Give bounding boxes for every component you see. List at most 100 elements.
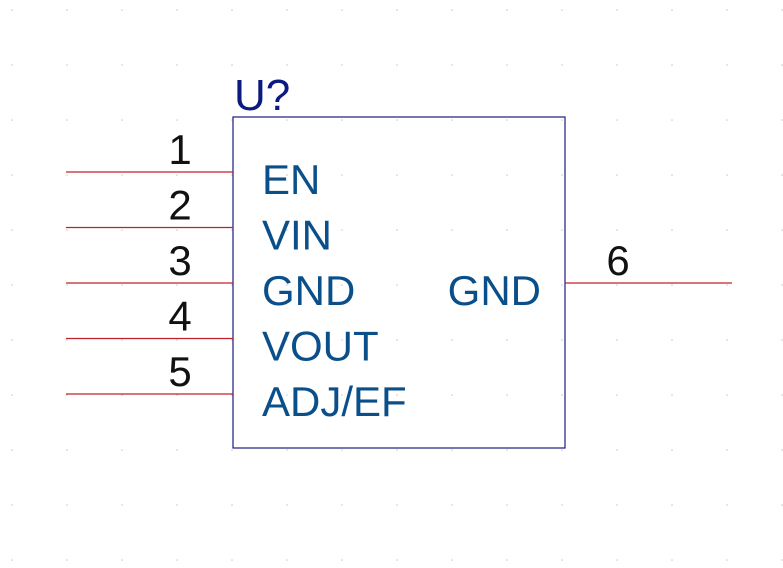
grid-dot [341,559,343,561]
pin-number: 1 [168,126,191,173]
grid-dot [11,504,13,506]
grid-dot [671,284,673,286]
grid-dot [396,64,398,66]
grid-dot [616,394,618,396]
grid-dot [286,119,288,121]
grid-dot [781,119,783,121]
grid-dot [176,559,178,561]
reference-designator[interactable]: U? [234,71,290,120]
grid-dot [11,284,13,286]
grid-dot [11,394,13,396]
grid-dot [451,64,453,66]
grid-dot [616,504,618,506]
grid-dot [451,284,453,286]
grid-dot [726,9,728,11]
grid-dot [506,449,508,451]
grid-dot [11,229,13,231]
grid-dot [781,174,783,176]
pin-name: GND [262,267,355,314]
grid-dot [451,559,453,561]
pin-1[interactable]: 1EN [66,126,320,203]
grid-dot [396,9,398,11]
grid-dot [616,174,618,176]
grid-dot [451,174,453,176]
grid-dot [11,9,13,11]
grid-dot [671,394,673,396]
grid-dot [616,284,618,286]
grid-dot [781,559,783,561]
grid-dot [506,559,508,561]
grid-dot [341,174,343,176]
grid-dot [121,174,123,176]
pin-number: 6 [606,237,629,284]
grid-dot [396,504,398,506]
grid-dot [616,339,618,341]
grid-dot [286,504,288,506]
grid-dot [671,339,673,341]
grid-dot [451,449,453,451]
grid-dot [726,229,728,231]
pin-number: 2 [168,182,191,229]
grid-dot [176,229,178,231]
grid-dot [671,64,673,66]
grid-dot [561,229,563,231]
grid-dot [781,64,783,66]
grid-dot [231,559,233,561]
grid-dot [341,394,343,396]
grid-dot [671,9,673,11]
grid-dot [561,449,563,451]
grid-dot [11,339,13,341]
pin-number: 3 [168,237,191,284]
grid-dot [616,119,618,121]
grid-dot [451,504,453,506]
pin-name: ADJ/EF [262,378,407,425]
grid-dot [396,119,398,121]
grid-dot [726,284,728,286]
grid-dot [671,559,673,561]
grid-dot [451,394,453,396]
grid-dot [121,559,123,561]
grid-dot [396,449,398,451]
grid-dot [341,9,343,11]
grid-dot [341,229,343,231]
grid-dot [616,64,618,66]
grid-dot [726,449,728,451]
grid-dot [11,174,13,176]
grid-dot [726,394,728,396]
grid-dot [726,559,728,561]
grid-dot [781,229,783,231]
grid-dot [671,119,673,121]
grid-dot [781,449,783,451]
grid-dot [66,339,68,341]
grid-dot [66,64,68,66]
grid-dot [396,229,398,231]
grid-dot [561,284,563,286]
grid-dot [11,559,13,561]
pin-name: EN [262,156,320,203]
grid-dot [726,119,728,121]
grid-dot [781,394,783,396]
grid-dot [286,284,288,286]
grid-dot [561,174,563,176]
grid-dot [66,9,68,11]
grid-dot [781,9,783,11]
grid-dot [506,394,508,396]
grid-dot [341,339,343,341]
grid-dot [616,229,618,231]
grid-dot [561,64,563,66]
grid-dot [561,394,563,396]
grid-dot [561,504,563,506]
grid-dot [121,284,123,286]
grid-dot [506,229,508,231]
grid-dot [506,504,508,506]
grid-dot [286,559,288,561]
grid-dot [176,119,178,121]
grid-dot [506,339,508,341]
